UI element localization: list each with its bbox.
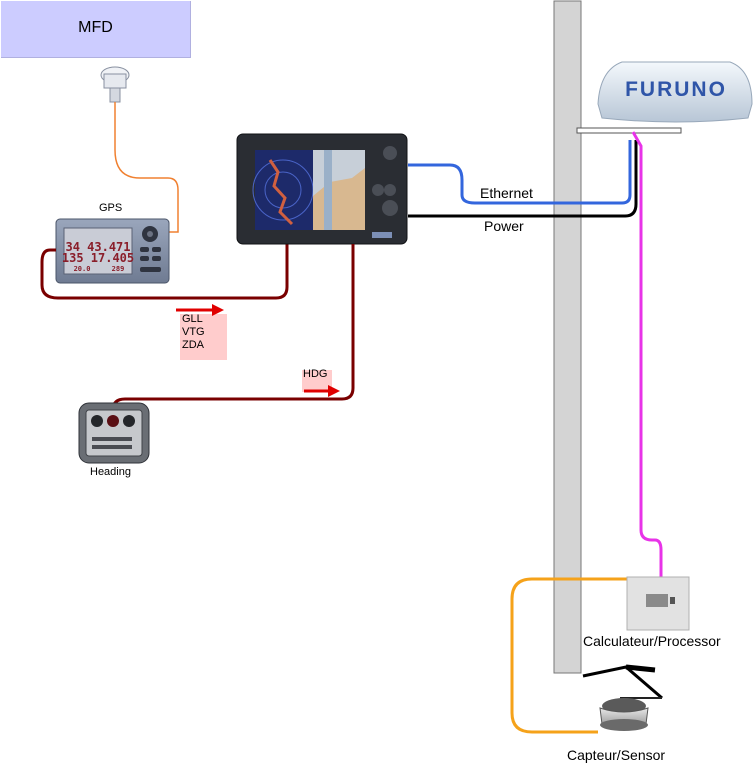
hdg-data-arrow bbox=[304, 385, 340, 397]
sensor-label: Capteur/Sensor bbox=[567, 747, 666, 763]
gps-display-line-1: 34 43.471 bbox=[65, 240, 130, 254]
gps-sentence-gll: GLL bbox=[182, 313, 203, 325]
gps-antenna bbox=[100, 66, 130, 103]
power-label: Power bbox=[484, 218, 524, 234]
gps-sentence-zda: ZDA bbox=[182, 339, 204, 351]
ethernet-cable bbox=[408, 140, 632, 205]
mfd-box-label: MFD bbox=[78, 19, 113, 36]
gps-sentence-vtg: VTG bbox=[182, 326, 205, 338]
gps-nmea-cable bbox=[40, 244, 289, 300]
mfd-box: MFD bbox=[1, 1, 191, 58]
radar-mount-bar bbox=[576, 127, 682, 134]
radar-antenna: FURUNO bbox=[597, 61, 753, 123]
sensor-cable bbox=[510, 577, 627, 734]
gps-data-arrow bbox=[176, 304, 224, 316]
hdg-sentence-label: HDG bbox=[303, 368, 328, 380]
mfd-display bbox=[236, 133, 408, 245]
processor-unit bbox=[626, 576, 690, 631]
power-cable bbox=[408, 140, 638, 218]
heading-unit bbox=[78, 402, 150, 464]
gps-display-line-4: 289 bbox=[112, 265, 125, 273]
gps-sentences-box bbox=[180, 314, 227, 360]
heading-caption: Heading bbox=[90, 466, 131, 478]
processor-label: Calculateur/Processor bbox=[583, 633, 721, 649]
radar-processor-cable bbox=[631, 131, 663, 580]
gps-unit: 34 43.471 135 17.405 20.0 289 bbox=[55, 218, 170, 284]
gps-display-line-2: 135 17.405 bbox=[62, 251, 134, 265]
sensor-unit bbox=[582, 664, 663, 731]
gps-caption: GPS bbox=[99, 202, 123, 214]
ethernet-label: Ethernet bbox=[480, 185, 533, 201]
mast bbox=[553, 0, 582, 674]
hdg-sentence-box bbox=[302, 370, 332, 392]
radar-brand-text: FURUNO bbox=[625, 78, 727, 101]
gps-antenna-cable bbox=[114, 102, 179, 233]
gps-display-line-3: 20.0 bbox=[74, 265, 91, 273]
